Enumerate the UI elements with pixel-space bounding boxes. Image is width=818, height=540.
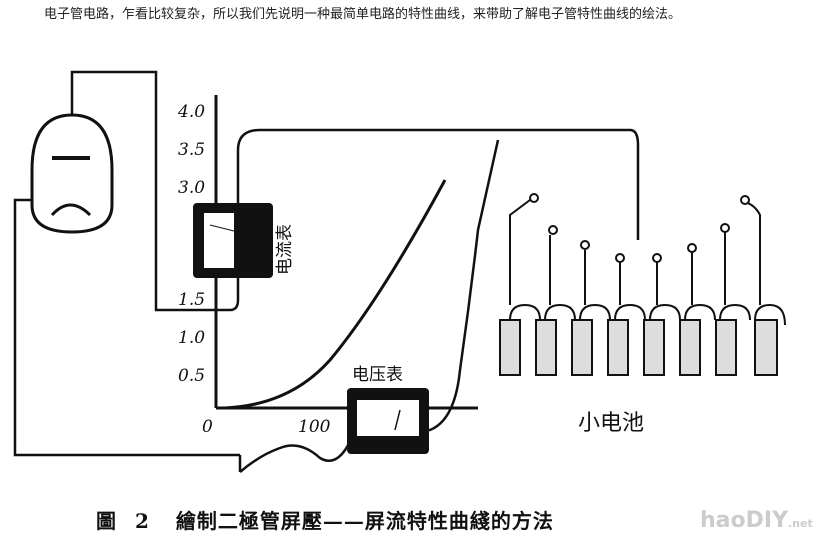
y-tick: 4.0 [177,102,205,122]
diode-tube-icon [30,113,114,234]
caption-figure: 圖 [96,509,117,533]
y-tick: 1.5 [178,290,205,310]
y-tick: 3.5 [178,140,205,160]
voltmeter-icon [347,388,429,454]
watermark-suffix: .net [788,517,813,530]
x-tick: 100 [298,417,331,437]
caption-title: 繪制二極管屏壓——屏流特性曲綫的方法 [175,509,554,533]
battery-cells-icon [499,193,786,376]
y-tick: 0.5 [178,366,205,386]
y-tick: 1.0 [178,328,205,348]
caption-number: 2 [135,509,150,533]
intro-paragraph: 电子管电路，乍看比较复杂，所以我们先说明一种最简单电路的特性曲线，来带助了解电子… [44,7,682,22]
ammeter-icon [193,203,273,278]
watermark-main: haoDIY [700,508,788,533]
x-tick: 0 [202,417,213,437]
battery-label: 小电池 [578,411,644,436]
ammeter-label: 电流表 [275,224,295,275]
voltmeter-label: 电压表 [352,365,403,385]
watermark: haoDIY.net [700,508,813,533]
y-tick: 3.0 [178,178,205,198]
circuit-wires [13,70,640,473]
